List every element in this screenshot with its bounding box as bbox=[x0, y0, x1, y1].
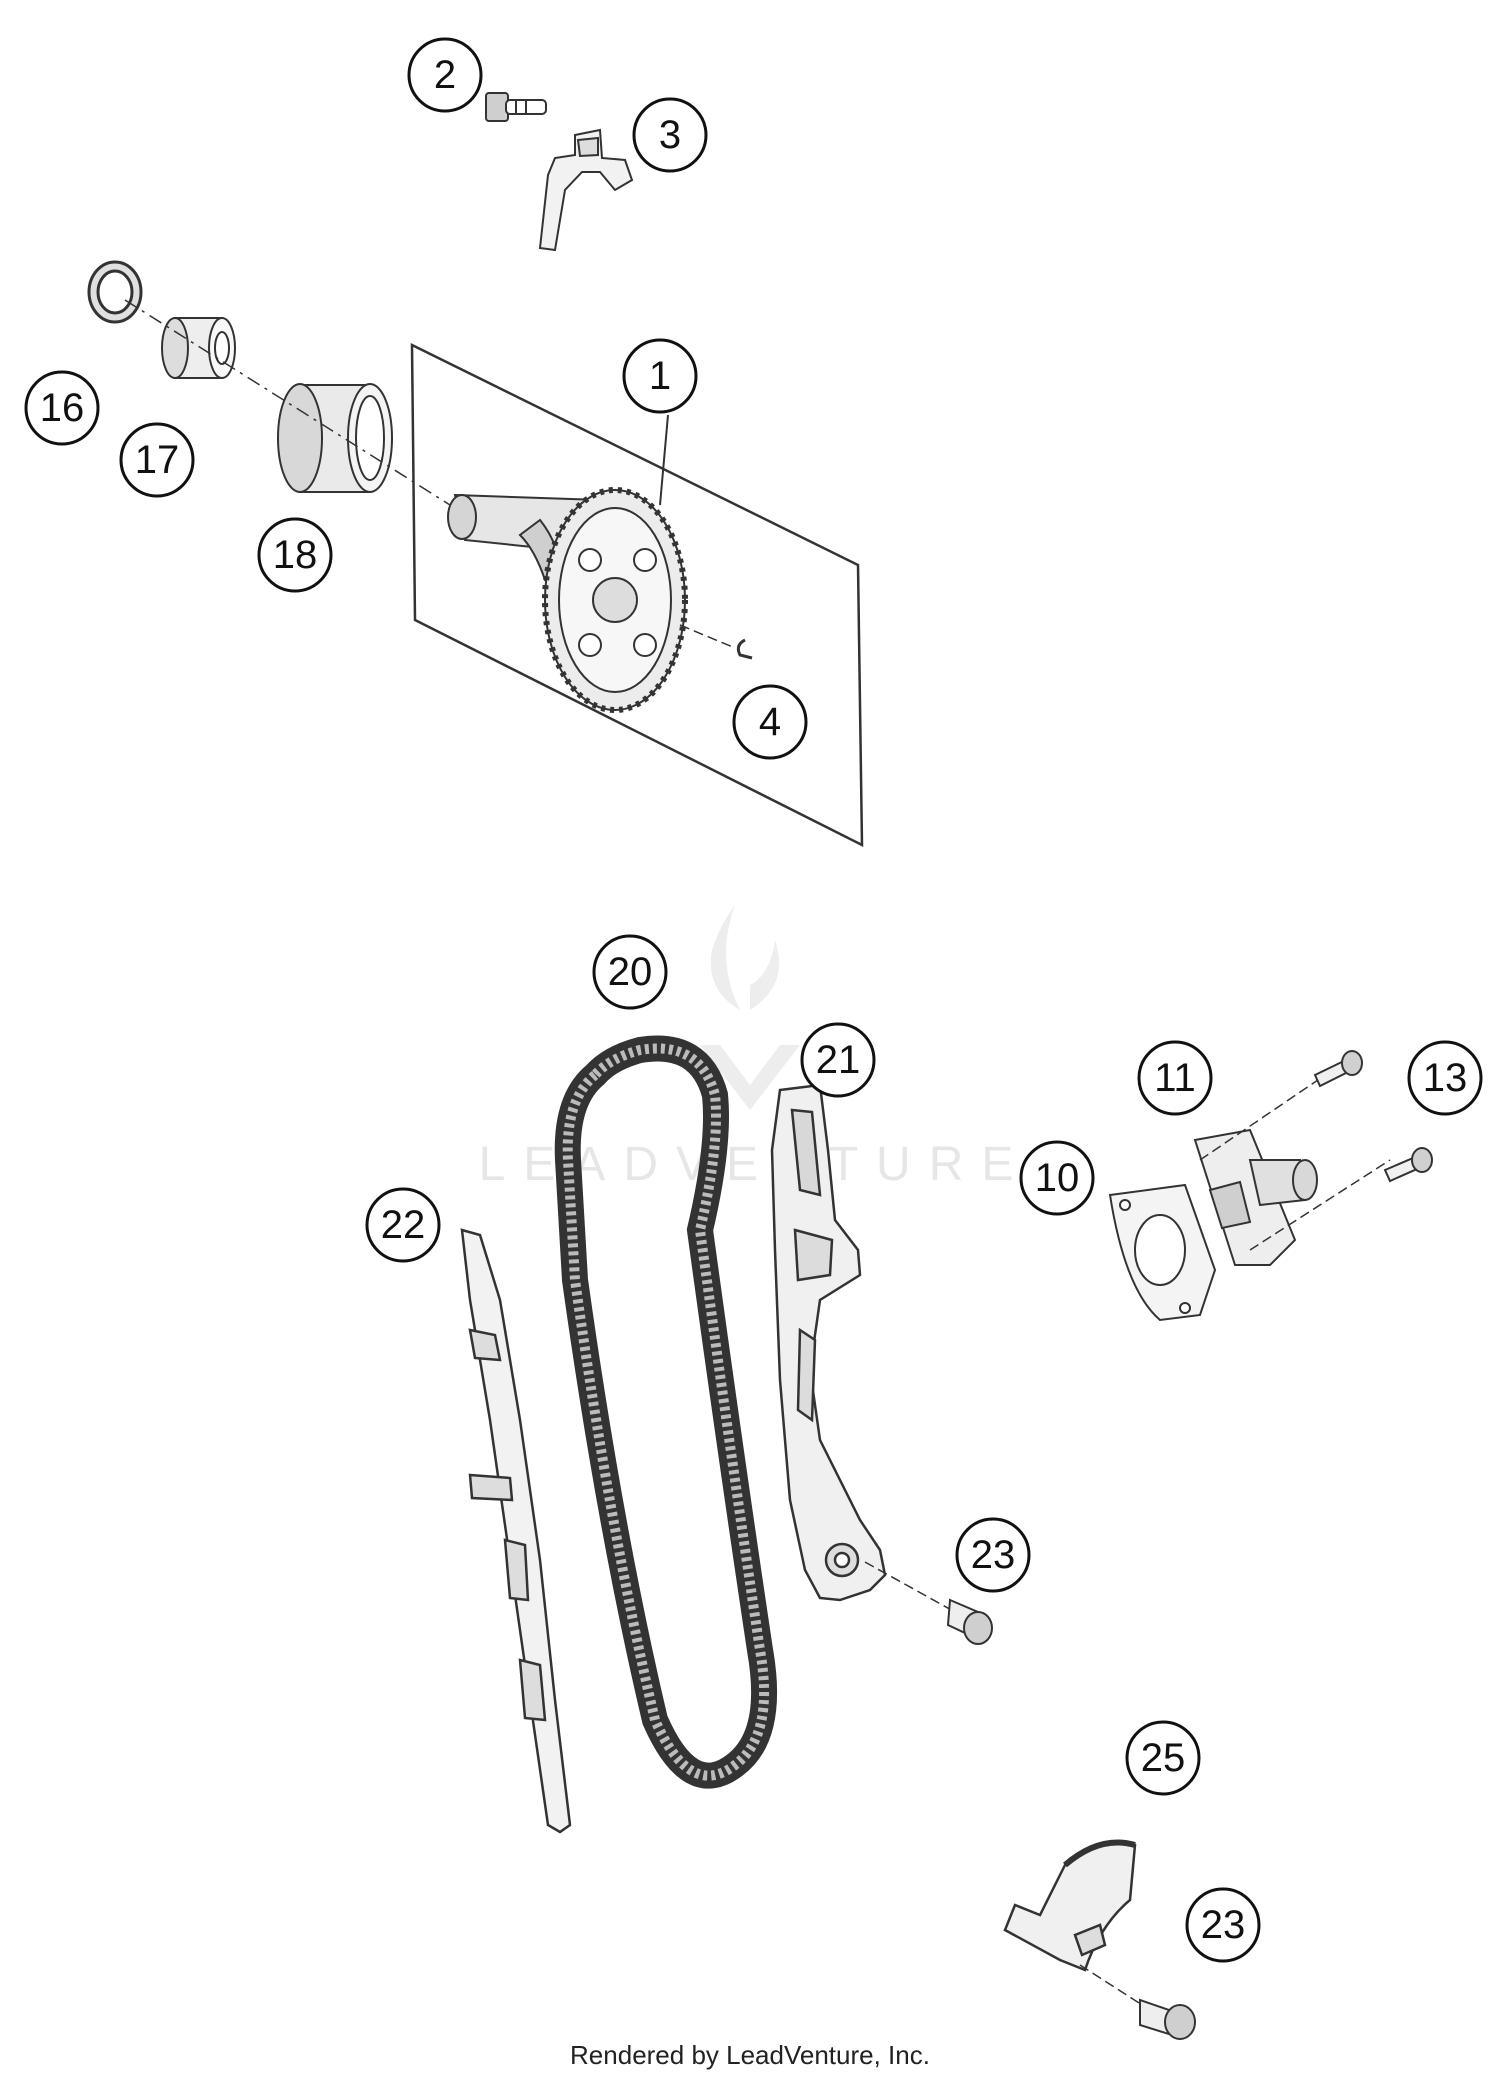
callout-2-label: 2 bbox=[434, 53, 456, 97]
part-16-seal-ring bbox=[87, 260, 143, 324]
callout-1: 1 bbox=[622, 338, 698, 414]
callout-1-label: 1 bbox=[649, 354, 671, 398]
leader-1 bbox=[659, 414, 669, 506]
part-2-bolt bbox=[485, 92, 547, 122]
callout-20-label: 20 bbox=[608, 950, 653, 994]
part-11-tensioner bbox=[1193, 1064, 1391, 1266]
callout-17: 17 bbox=[119, 422, 195, 498]
callout-22-label: 22 bbox=[381, 1203, 426, 1247]
callout-23-upper: 23 bbox=[955, 1517, 1031, 1593]
callout-20: 20 bbox=[592, 934, 668, 1010]
part-3-bracket bbox=[538, 128, 634, 252]
part-22-guide-rail bbox=[460, 1228, 572, 1834]
callout-3-label: 3 bbox=[659, 113, 681, 157]
callout-10-label: 10 bbox=[1035, 1156, 1080, 1200]
callout-22: 22 bbox=[365, 1187, 441, 1263]
part-17-bearing bbox=[161, 317, 236, 379]
callout-11: 11 bbox=[1137, 1040, 1213, 1116]
part-23-bolt-upper bbox=[864, 1561, 993, 1645]
callout-18: 18 bbox=[257, 517, 333, 593]
part-1-kit-frame bbox=[410, 342, 864, 848]
callout-13-label: 13 bbox=[1423, 1056, 1468, 1100]
part-13-bolts bbox=[1313, 1050, 1433, 1183]
callout-21-label: 21 bbox=[816, 1038, 861, 1082]
callout-23-lower-label: 23 bbox=[1201, 1903, 1246, 1947]
camshaft-axis-line bbox=[124, 299, 451, 506]
callout-23-lower: 23 bbox=[1185, 1887, 1261, 1963]
part-4-clip bbox=[679, 624, 753, 660]
callout-11-label: 11 bbox=[1154, 1056, 1196, 1100]
part-20-timing-chain bbox=[554, 1035, 778, 1789]
part-21-tensioner-rail bbox=[770, 1083, 887, 1602]
callout-17-label: 17 bbox=[135, 438, 180, 482]
callout-16: 16 bbox=[24, 370, 100, 446]
callout-4-label: 4 bbox=[759, 700, 781, 744]
callout-25-label: 25 bbox=[1141, 1736, 1186, 1780]
rendered-by-footer: Rendered by LeadVenture, Inc. bbox=[570, 2040, 930, 2070]
part-23-bolt-lower bbox=[1079, 1964, 1196, 2040]
callout-16-label: 16 bbox=[40, 386, 85, 430]
callout-3: 3 bbox=[632, 97, 708, 173]
callout-2: 2 bbox=[407, 37, 483, 113]
part-25-lower-guide bbox=[1003, 1839, 1137, 1972]
callout-21: 21 bbox=[800, 1022, 876, 1098]
callout-18-label: 18 bbox=[273, 533, 318, 577]
part-18-ring bbox=[277, 383, 393, 493]
callout-10: 10 bbox=[1019, 1140, 1095, 1216]
callout-13: 13 bbox=[1407, 1040, 1483, 1116]
callout-23-upper-label: 23 bbox=[971, 1533, 1016, 1577]
part-1-camshaft bbox=[447, 487, 688, 713]
part-10-gasket bbox=[1108, 1183, 1217, 1322]
callout-25: 25 bbox=[1125, 1720, 1201, 1796]
callout-4: 4 bbox=[732, 684, 808, 760]
